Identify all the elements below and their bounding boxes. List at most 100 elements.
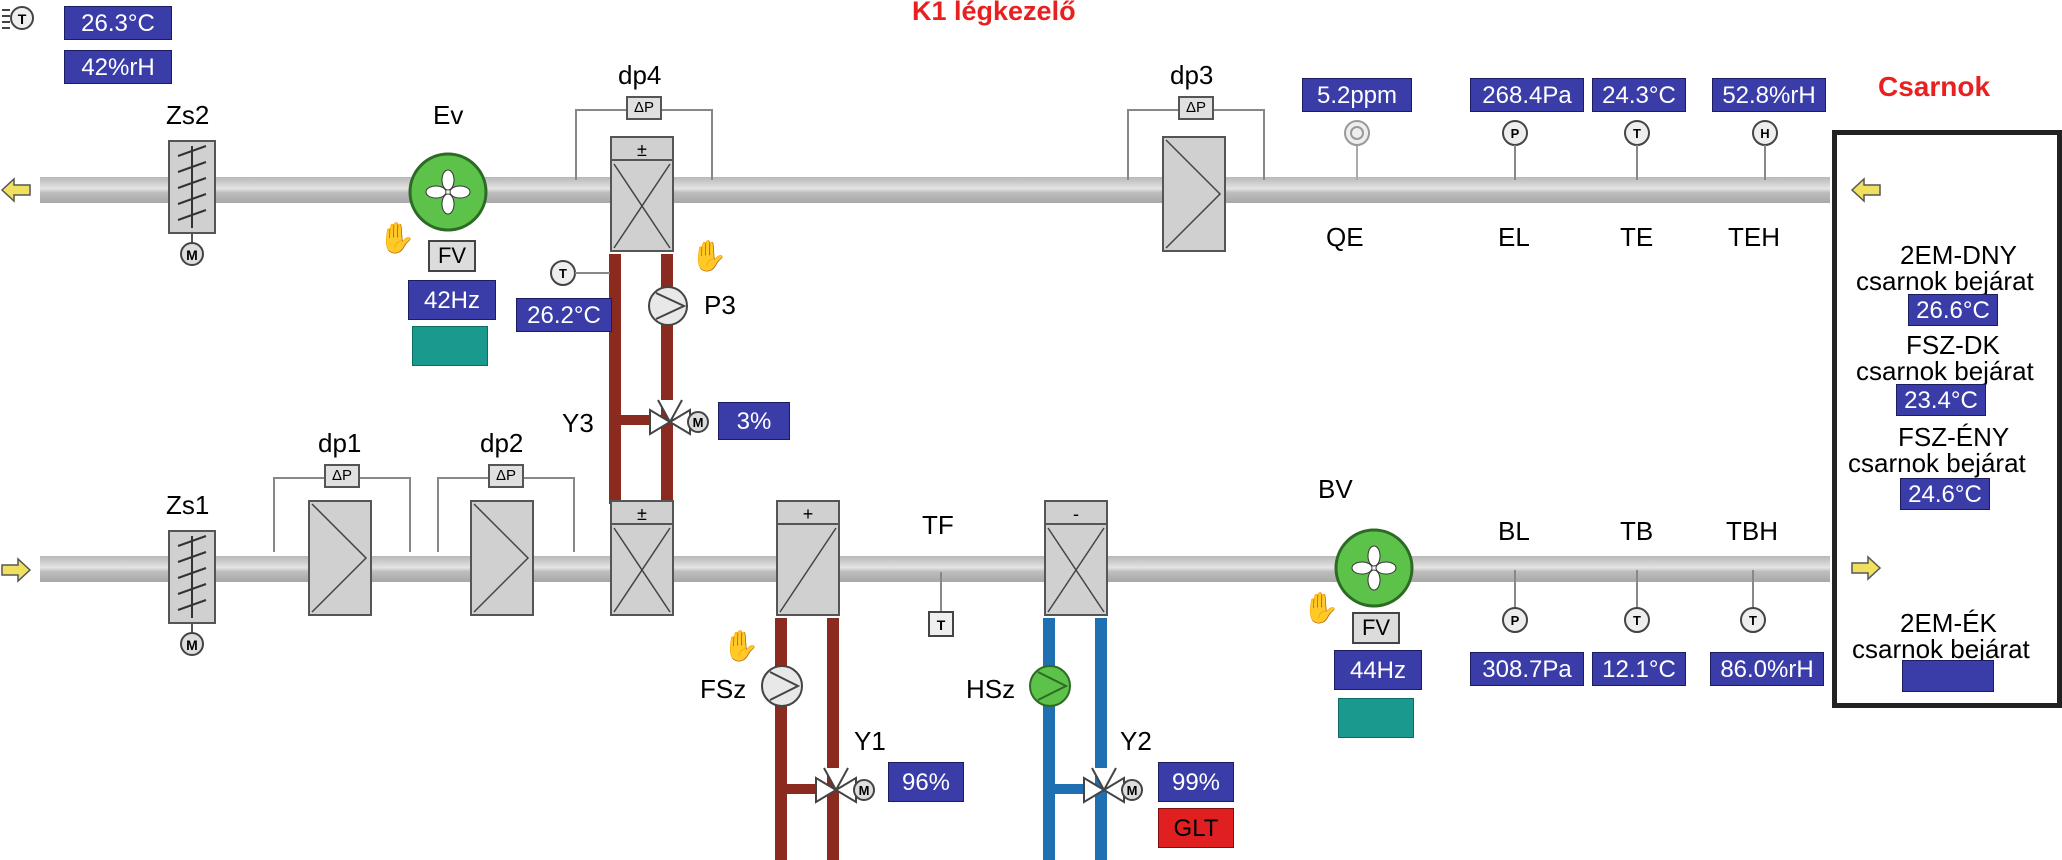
damper-zs2[interactable]: M bbox=[168, 140, 218, 270]
svg-text:P: P bbox=[1511, 126, 1520, 141]
hall-exhaust-arrow-icon bbox=[1850, 177, 1881, 203]
zone-2-temp: 23.4°C bbox=[1896, 384, 1986, 416]
tb-value: 12.1°C bbox=[1592, 652, 1686, 686]
exhaust-fan[interactable] bbox=[406, 150, 490, 234]
heating-coil[interactable]: + bbox=[776, 500, 842, 618]
zone-1-sub: csarnok bejárat bbox=[1856, 266, 2034, 296]
zone-3-name: FSZ-ÉNY bbox=[1898, 422, 2010, 452]
exhaust-left-arrow-icon bbox=[0, 177, 31, 203]
filter-dp2[interactable] bbox=[470, 500, 536, 618]
filter-dp3[interactable] bbox=[1162, 136, 1228, 254]
humidity-sensor-icon: H bbox=[1752, 120, 1778, 180]
dp2-sensor: ΔP bbox=[488, 464, 524, 488]
supply-fan[interactable] bbox=[1332, 526, 1416, 610]
svg-text:M: M bbox=[1127, 783, 1138, 798]
pump-p3-hand-icon[interactable]: ✋ bbox=[690, 240, 728, 273]
tbh-humidity-sensor-icon: T bbox=[1740, 570, 1766, 633]
svg-text:T: T bbox=[18, 11, 27, 27]
pump-fsz-hand-icon[interactable]: ✋ bbox=[722, 630, 760, 663]
exhaust-fan-status bbox=[412, 326, 488, 366]
svg-text:H: H bbox=[1760, 126, 1769, 141]
svg-text:-: - bbox=[1073, 504, 1079, 524]
exhaust-duct bbox=[40, 177, 1830, 203]
dp1-label: dp1 bbox=[318, 428, 362, 458]
heating-pipe-left bbox=[775, 618, 787, 860]
temperature-sensor-icon: T bbox=[1624, 120, 1650, 180]
heating-pipe-bypass bbox=[787, 784, 833, 794]
svg-text:T: T bbox=[1633, 126, 1641, 141]
dp4-sensor: ΔP bbox=[626, 96, 662, 120]
tf-label: TF bbox=[922, 510, 954, 540]
outdoor-sensor-icon: T bbox=[2, 6, 34, 30]
damper-zs1[interactable]: M bbox=[168, 530, 218, 660]
zone-1-name: 2EM-DNY bbox=[1900, 240, 2018, 270]
bl-pressure-sensor-icon: P bbox=[1502, 570, 1528, 633]
dp3-tubing bbox=[1127, 109, 1265, 180]
svg-text:T: T bbox=[559, 266, 567, 281]
te-value: 24.3°C bbox=[1592, 78, 1686, 112]
damper-zs1-label: Zs1 bbox=[166, 490, 210, 520]
zone-4-name: 2EM-ÉK bbox=[1900, 608, 1997, 638]
supply-fan-name: BV bbox=[1318, 474, 1353, 504]
valve-y3-position: 3% bbox=[718, 402, 790, 440]
tbh-label: TBH bbox=[1726, 516, 1778, 546]
teh-value: 52.8%rH bbox=[1712, 78, 1826, 112]
heat-recovery-coil-lower[interactable]: ± bbox=[610, 500, 676, 618]
hr-pipe-left bbox=[609, 254, 621, 504]
pump-fsz-label: FSz bbox=[700, 674, 747, 704]
heat-recovery-coil-upper[interactable]: ± bbox=[610, 136, 676, 254]
hr-pipe-bypass bbox=[621, 415, 667, 425]
svg-text:+: + bbox=[803, 504, 814, 524]
supply-fan-hand-icon[interactable]: ✋ bbox=[1302, 592, 1340, 625]
motor-icon: M bbox=[186, 247, 198, 263]
valve-y2[interactable]: M bbox=[1080, 766, 1150, 816]
manual-hand-icon[interactable]: ✋ bbox=[378, 222, 416, 255]
hr-temp-sensor-icon: T bbox=[550, 260, 610, 286]
svg-text:T: T bbox=[937, 617, 946, 633]
hall-title: Csarnok bbox=[1878, 71, 1991, 102]
svg-text:±: ± bbox=[637, 504, 647, 524]
cooling-coil[interactable]: - bbox=[1044, 500, 1110, 618]
svg-text:±: ± bbox=[637, 140, 647, 160]
cooling-pipe-right bbox=[1095, 618, 1107, 860]
el-label: EL bbox=[1498, 222, 1530, 252]
hall-supply-arrow-icon bbox=[1851, 555, 1882, 581]
dp3-sensor: ΔP bbox=[1178, 96, 1214, 120]
pump-fsz[interactable] bbox=[758, 662, 806, 710]
qe-label: QE bbox=[1326, 222, 1364, 252]
page-title: K1 légkezelő bbox=[912, 0, 1076, 26]
dp3-label: dp3 bbox=[1170, 60, 1214, 90]
outdoor-humidity: 42%rH bbox=[64, 50, 172, 84]
dp4-label: dp4 bbox=[618, 60, 662, 90]
pump-p3-label: P3 bbox=[704, 290, 736, 320]
supply-fan-mode[interactable]: FV bbox=[1352, 612, 1400, 644]
zone-2-name: FSZ-DK bbox=[1906, 330, 2000, 360]
pressure-sensor-icon: P bbox=[1502, 120, 1528, 180]
el-value: 268.4Pa bbox=[1470, 78, 1584, 112]
svg-text:M: M bbox=[186, 637, 198, 653]
pump-hsz-label: HSz bbox=[966, 674, 1016, 704]
cooling-status-badge: GLT bbox=[1158, 808, 1234, 848]
pump-p3[interactable] bbox=[646, 284, 690, 328]
valve-y3[interactable]: M bbox=[646, 398, 716, 448]
supply-right-arrow-icon bbox=[1, 557, 32, 583]
exhaust-fan-freq: 42Hz bbox=[408, 280, 496, 320]
teh-label: TEH bbox=[1728, 222, 1780, 252]
outdoor-temp: 26.3°C bbox=[64, 6, 172, 40]
dp1-tubing bbox=[273, 477, 411, 552]
hall-panel bbox=[1832, 130, 2062, 708]
supply-fan-status bbox=[1338, 698, 1414, 738]
svg-text:T: T bbox=[1749, 613, 1757, 628]
valve-y1-label: Y1 bbox=[854, 726, 886, 756]
supply-fan-freq: 44Hz bbox=[1334, 650, 1422, 690]
zone-3-temp: 24.6°C bbox=[1900, 478, 1990, 510]
tbh-value: 86.0%rH bbox=[1710, 652, 1824, 686]
bl-label: BL bbox=[1498, 516, 1530, 546]
exhaust-fan-mode[interactable]: FV bbox=[428, 240, 476, 272]
air-quality-sensor-icon bbox=[1344, 120, 1370, 180]
pump-hsz[interactable] bbox=[1026, 662, 1074, 710]
valve-y2-label: Y2 bbox=[1120, 726, 1152, 756]
valve-y1[interactable]: M bbox=[812, 766, 882, 816]
svg-text:M: M bbox=[693, 415, 704, 430]
filter-dp1[interactable] bbox=[308, 500, 374, 618]
